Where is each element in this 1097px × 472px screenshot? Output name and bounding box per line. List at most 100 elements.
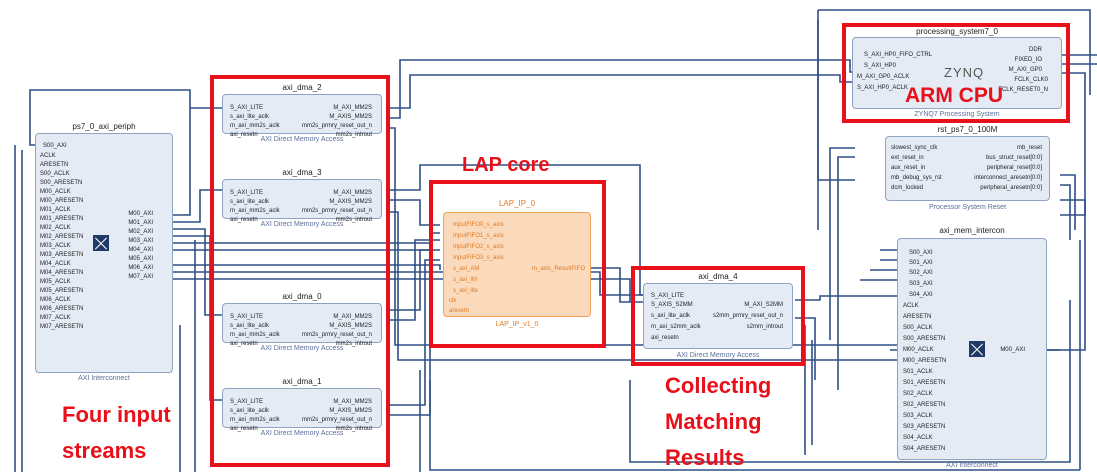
port-label[interactable]: S_AXI_LITE: [230, 314, 264, 320]
port-label[interactable]: peripheral_aresetn[0:0]: [980, 185, 1042, 191]
port-label[interactable]: M_AXIS_MM2S: [329, 199, 372, 205]
port-label[interactable]: interconnect_aresetn[0:0]: [974, 175, 1042, 181]
axi-dma-4-block[interactable]: axi_dma_4 S_AXI_LITE S_AXIS_S2MM s_axi_l…: [643, 272, 793, 362]
port-label[interactable]: s_axi_IM: [453, 277, 478, 283]
axi-dma-0-block[interactable]: axi_dma_0 S_AXI_LITE s_axi_lite_aclk m_a…: [222, 292, 382, 354]
port-label[interactable]: S04_ACLK: [903, 435, 933, 441]
port-label[interactable]: S03_ACLK: [903, 413, 933, 419]
axi-dma-1-block[interactable]: axi_dma_1 S_AXI_LITE s_axi_lite_aclk m_a…: [222, 377, 382, 439]
port-label[interactable]: s_axi_lite_aclk: [651, 313, 691, 319]
port-label[interactable]: mm2s_introut: [335, 132, 372, 138]
port-label[interactable]: slowest_sync_clk: [891, 145, 938, 151]
port-label[interactable]: ACLK: [903, 303, 919, 309]
port-label[interactable]: s_axi_lite_aclk: [230, 408, 270, 414]
port-label[interactable]: M00_AXI: [128, 211, 153, 217]
port-label[interactable]: axi_resetn: [230, 426, 258, 432]
axi-mem-interconnect-block[interactable]: axi_mem_intercon S00_AXI S01_AXI S02_AXI…: [897, 226, 1047, 472]
port-label[interactable]: axi_resetn: [230, 132, 258, 138]
port-label[interactable]: M00_ARESETN: [40, 198, 84, 204]
port-label[interactable]: mm2s_prmry_reset_out_n: [301, 417, 372, 423]
port-label[interactable]: ARESETN: [903, 314, 932, 320]
port-label[interactable]: M00_ACLK: [40, 189, 71, 195]
port-label[interactable]: M06_ACLK: [40, 297, 71, 303]
port-label[interactable]: InputFIFO3_s_axis: [453, 255, 504, 261]
port-label[interactable]: M05_ARESETN: [40, 288, 84, 294]
port-label[interactable]: M00_AXI: [1000, 347, 1025, 353]
port-label[interactable]: ext_reset_in: [891, 155, 924, 161]
port-label[interactable]: S03_ARESETN: [903, 424, 946, 430]
port-label[interactable]: aresetn: [449, 308, 470, 314]
port-label[interactable]: m_axi_s2mm_aclk: [651, 324, 701, 330]
processing-system-block[interactable]: processing_system7_0 S_AXI_HP0_FIFO_CTRL…: [852, 27, 1062, 122]
port-label[interactable]: M03_ARESETN: [40, 252, 84, 258]
port-label[interactable]: M07_AXI: [128, 274, 153, 280]
port-label[interactable]: M02_ARESETN: [40, 234, 84, 240]
port-label[interactable]: S_AXIS_S2MM: [651, 302, 693, 308]
port-label[interactable]: axi_resetn: [230, 217, 258, 223]
port-label[interactable]: M_AXIS_MM2S: [329, 114, 372, 120]
port-label[interactable]: m_axi_mm2s_aclk: [230, 332, 280, 338]
port-label[interactable]: M_AXI_S2MM: [744, 302, 783, 308]
port-label[interactable]: s_axi_lite: [453, 288, 479, 294]
port-label[interactable]: M03_AXI: [128, 238, 153, 244]
port-label[interactable]: peripheral_reset[0:0]: [986, 165, 1042, 171]
port-label[interactable]: s2mm_introut: [746, 324, 783, 330]
port-label[interactable]: S00_ACLK: [903, 325, 933, 331]
port-label[interactable]: S_AXI_LITE: [230, 399, 264, 405]
port-label[interactable]: M04_AXI: [128, 247, 153, 253]
port-label[interactable]: S00_AXI: [43, 143, 67, 149]
port-label[interactable]: S_AXI_HP0: [864, 63, 897, 69]
port-label[interactable]: M_AXI_MM2S: [333, 399, 372, 405]
port-label[interactable]: mm2s_introut: [335, 426, 372, 432]
port-label[interactable]: M06_ARESETN: [40, 306, 84, 312]
port-label[interactable]: ARESETN: [40, 162, 69, 168]
port-label[interactable]: S04_ARESETN: [903, 446, 946, 452]
port-label[interactable]: M06_AXI: [128, 265, 153, 271]
port-label[interactable]: M02_AXI: [128, 229, 153, 235]
port-label[interactable]: M04_ARESETN: [40, 270, 84, 276]
port-label[interactable]: S_AXI_LITE: [230, 105, 264, 111]
port-label[interactable]: M_AXI_MM2S: [333, 314, 372, 320]
port-label[interactable]: S03_AXI: [909, 281, 933, 287]
port-label[interactable]: InputFIFO2_s_axis: [453, 244, 504, 250]
port-label[interactable]: M07_ARESETN: [40, 324, 84, 330]
port-label[interactable]: S_AXI_HP0_ACLK: [857, 85, 909, 91]
port-label[interactable]: S01_ARESETN: [903, 380, 946, 386]
port-label[interactable]: m_axi_mm2s_aclk: [230, 123, 280, 129]
lap-ip-block[interactable]: LAP_IP_0 InputFIFO0_s_axis InputFIFO1_s_…: [437, 197, 597, 335]
port-label[interactable]: M05_AXI: [128, 256, 153, 262]
port-label[interactable]: s_axi_lite_aclk: [230, 323, 270, 329]
port-label[interactable]: FIXED_IO: [1014, 57, 1042, 63]
axi-dma-2-block[interactable]: axi_dma_2 S_AXI_LITE s_axi_lite_aclk m_a…: [222, 83, 382, 145]
port-label[interactable]: m_axi_mm2s_aclk: [230, 417, 280, 423]
port-label[interactable]: InputFIFO1_s_axis: [453, 233, 504, 239]
port-label[interactable]: axi_resetn: [651, 335, 679, 341]
port-label[interactable]: M_AXI_MM2S: [333, 190, 372, 196]
port-label[interactable]: M_AXI_MM2S: [333, 105, 372, 111]
port-label[interactable]: dcm_locked: [891, 185, 924, 191]
port-label[interactable]: S01_AXI: [909, 260, 933, 266]
port-label[interactable]: ACLK: [40, 153, 56, 159]
axi-dma-3-block[interactable]: axi_dma_3 S_AXI_LITE s_axi_lite_aclk m_a…: [222, 168, 382, 230]
port-label[interactable]: s2mm_prmry_reset_out_n: [712, 313, 783, 319]
port-label[interactable]: M01_AXI: [128, 220, 153, 226]
port-label[interactable]: S00_ARESETN: [40, 180, 83, 186]
port-label[interactable]: M02_ACLK: [40, 225, 71, 231]
port-label[interactable]: FCLK_RESET0_N: [998, 87, 1048, 93]
port-label[interactable]: S01_ACLK: [903, 369, 933, 375]
port-label[interactable]: m_axis_ResultFIFO: [531, 266, 585, 272]
port-label[interactable]: S02_ACLK: [903, 391, 933, 397]
port-label[interactable]: s_axi_lite_aclk: [230, 199, 270, 205]
port-label[interactable]: M01_ARESETN: [40, 216, 84, 222]
port-label[interactable]: aux_reset_in: [891, 165, 926, 171]
port-label[interactable]: S00_AXI: [909, 250, 933, 256]
port-label[interactable]: s_axi_lite_aclk: [230, 114, 270, 120]
port-label[interactable]: S_AXI_LITE: [230, 190, 264, 196]
port-label[interactable]: mm2s_prmry_reset_out_n: [301, 332, 372, 338]
port-label[interactable]: S02_ARESETN: [903, 402, 946, 408]
port-label[interactable]: mb_debug_sys_rst: [891, 175, 942, 181]
port-label[interactable]: S04_AXI: [909, 292, 933, 298]
port-label[interactable]: m_axi_mm2s_aclk: [230, 208, 280, 214]
port-label[interactable]: M00_ACLK: [903, 347, 934, 353]
port-label[interactable]: M01_ACLK: [40, 207, 71, 213]
